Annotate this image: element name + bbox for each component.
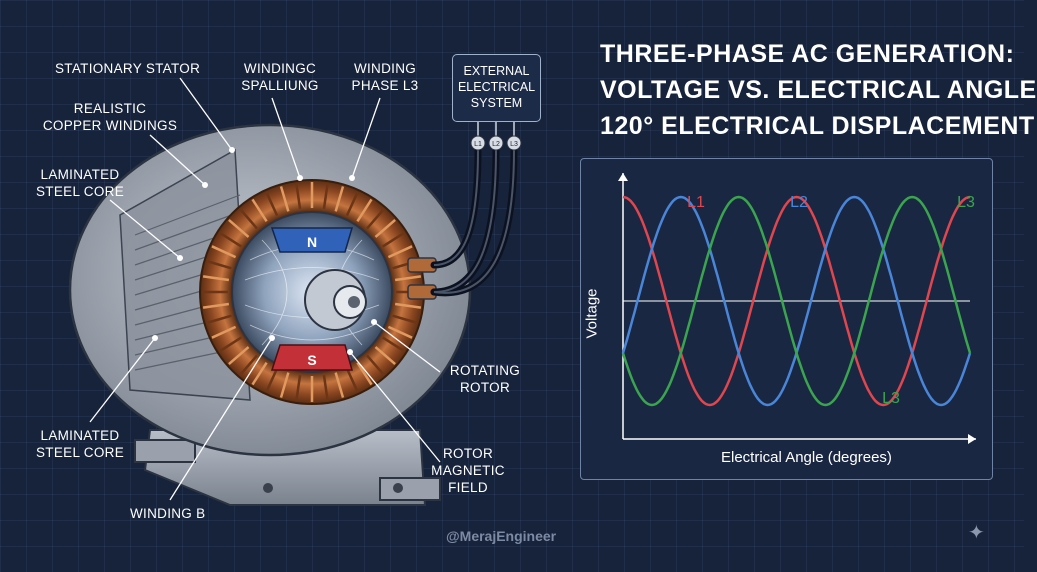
coil-turn	[356, 361, 373, 386]
series-label-l3: L3	[957, 194, 975, 211]
coil-turn	[387, 325, 413, 339]
rotor-north-pole	[270, 227, 353, 253]
coil-turn	[374, 219, 396, 238]
connector-l3-label: L3	[510, 141, 518, 148]
leader-lines	[89, 77, 441, 501]
coil-turn	[394, 275, 422, 282]
coil-turn	[218, 231, 243, 248]
coil-turn	[394, 302, 422, 309]
label-winding-spalliung: WINDINGC SPALLIUNG	[241, 61, 319, 93]
label-rotor-magnetic-field: ROTOR MAGNETIC FIELD	[431, 446, 505, 495]
leader-dots	[152, 147, 377, 355]
coil-turn	[279, 372, 290, 398]
copper-coil-turns	[202, 182, 422, 402]
x-axis-arrow	[968, 434, 976, 444]
connector-l1	[470, 135, 486, 151]
coil-turn	[211, 325, 237, 339]
coil-turn	[345, 191, 359, 217]
coil-turn	[218, 336, 243, 353]
coil-turn	[381, 231, 406, 248]
north-pole-label: N	[307, 234, 317, 250]
coil-turn	[206, 259, 232, 270]
coil-turn	[239, 208, 258, 230]
coil-turn	[206, 314, 232, 325]
coil-turn	[295, 182, 302, 210]
coil-turn	[265, 191, 279, 217]
coil-turn	[228, 219, 250, 238]
external-cables-highlight	[433, 149, 515, 294]
title-line-2: VOLTAGE VS. ELECTRICAL ANGLE	[600, 76, 1037, 104]
coil-turn	[265, 367, 279, 393]
south-pole-label: S	[307, 352, 316, 368]
coil-turn	[366, 354, 385, 376]
series-label-l3-bottom: L3	[882, 390, 900, 407]
label-rotating-rotor: ROTATING ROTOR	[449, 363, 521, 395]
label-winding-phase-l3: WINDING PHASE L3	[351, 61, 419, 93]
connector-l2	[488, 135, 504, 151]
coil-turn	[381, 336, 406, 353]
coil-turn	[251, 198, 268, 223]
coil-turn	[239, 354, 258, 376]
rotor-south-pole	[270, 344, 353, 371]
coil-turn	[345, 367, 359, 393]
external-system-label: EXTERNAL ELECTRICAL SYSTEM	[457, 64, 536, 110]
coil-turn	[334, 186, 345, 212]
label-stationary-stator: STATIONARY STATOR	[55, 61, 201, 76]
connector-l3	[506, 135, 522, 151]
series-label-l2: L2	[790, 194, 808, 211]
label-copper-windings: REALISTIC COPPER WINDINGS	[42, 101, 178, 133]
title-line-3: 120° ELECTRICAL DISPLACEMENT	[600, 112, 1035, 140]
connector-l1-label: L1	[474, 141, 482, 148]
connector-l2-label: L2	[492, 141, 500, 148]
coil-turn	[356, 198, 373, 223]
coil-turn	[392, 314, 418, 325]
coil-turn	[322, 182, 329, 210]
label-laminated-core-bottom: LAMINATED STEEL CORE	[35, 428, 125, 460]
coil-turn	[374, 346, 396, 365]
coil-turn	[322, 374, 329, 402]
external-system-box: EXTERNAL ELECTRICAL SYSTEM	[452, 54, 541, 122]
label-laminated-core-top: LAMINATED STEEL CORE	[35, 167, 125, 199]
coil-turn	[366, 208, 385, 230]
coil-turn	[228, 346, 250, 365]
coil-turn	[251, 361, 268, 386]
y-axis-label: Voltage	[583, 288, 601, 339]
generator-foot-left	[134, 439, 196, 463]
sparkle-icon: ✦	[968, 522, 985, 544]
coil-turn	[202, 275, 230, 282]
watermark: @MerajEngineer	[446, 528, 557, 544]
coil-turn	[211, 245, 237, 259]
coil-turn	[279, 186, 290, 212]
series-line-l3	[621, 195, 972, 407]
y-axis-arrow	[618, 173, 628, 181]
coil-turn	[202, 302, 230, 309]
coil-turn	[295, 374, 302, 402]
title-line-1: THREE-PHASE AC GENERATION:	[600, 40, 1015, 68]
x-axis-label: Electrical Angle (degrees)	[721, 449, 892, 466]
generator-foot-right	[379, 477, 441, 501]
coil-turn	[334, 372, 345, 398]
coil-turn	[387, 245, 413, 259]
label-winding-b: WINDING B	[130, 506, 206, 521]
series-label-l1: L1	[687, 194, 705, 211]
